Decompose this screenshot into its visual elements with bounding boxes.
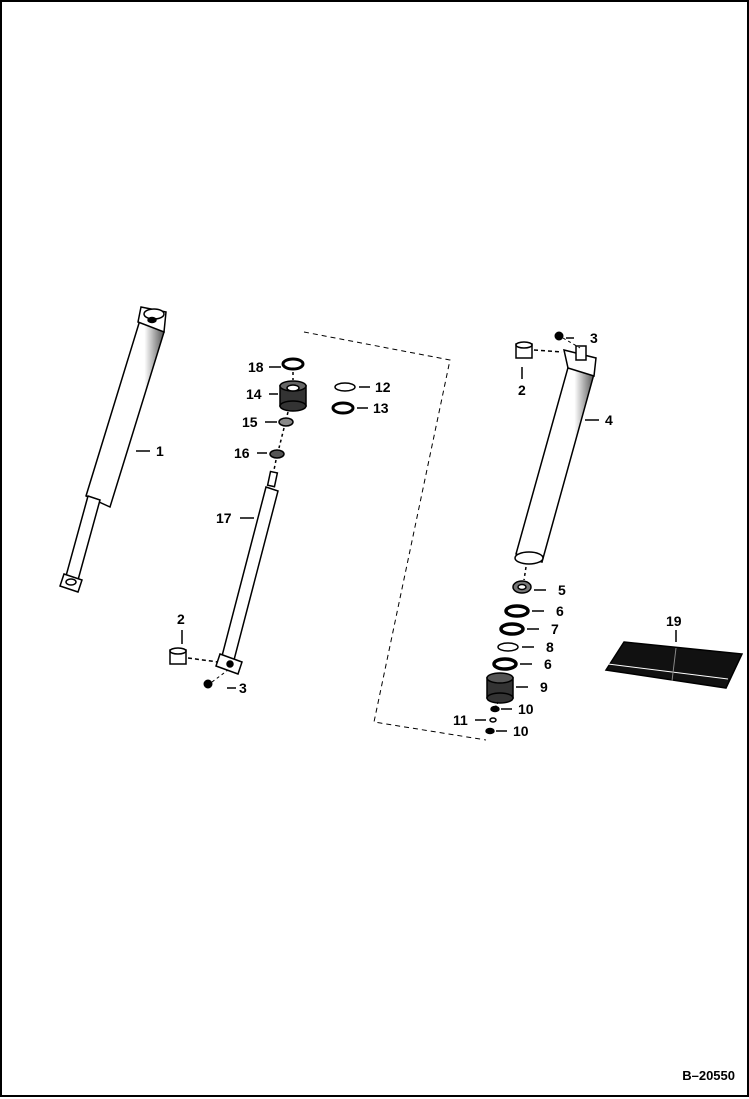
- washer-10-top: [490, 705, 500, 713]
- ring-18: [281, 357, 305, 371]
- callout-10-top: 10: [518, 701, 534, 717]
- fitting-right: [554, 331, 581, 349]
- ring-6-top: [504, 604, 530, 618]
- callout-6-top: 6: [556, 603, 564, 619]
- ring-6-bottom: [492, 657, 518, 671]
- barrel: [514, 345, 597, 565]
- fitting-left: [203, 669, 229, 689]
- leader-lines: [136, 337, 677, 732]
- callout-15: 15: [242, 414, 258, 430]
- callout-11: 11: [453, 712, 468, 728]
- callout-3-left: 3: [239, 680, 247, 696]
- callout-6-bottom: 6: [544, 656, 552, 672]
- assembled-cylinder: [59, 306, 167, 593]
- bushing-right: [515, 341, 563, 359]
- ring-13: [331, 401, 355, 415]
- seal-16: [269, 449, 285, 459]
- callout-2-right: 2: [518, 382, 526, 398]
- ring-7: [499, 622, 525, 636]
- seal-15: [278, 417, 294, 427]
- nut-11: [489, 717, 497, 723]
- callout-5: 5: [558, 582, 566, 598]
- callout-1: 1: [156, 443, 164, 459]
- piston-stack: [269, 357, 356, 471]
- callout-12: 12: [375, 379, 391, 395]
- callout-19: 19: [666, 613, 682, 629]
- callout-9: 9: [540, 679, 548, 695]
- callout-3-right: 3: [590, 330, 598, 346]
- rod: [215, 470, 279, 675]
- ring-12: [334, 382, 356, 392]
- callout-16: 16: [234, 445, 250, 461]
- callout-8: 8: [546, 639, 554, 655]
- callout-2-left: 2: [177, 611, 185, 627]
- callout-18: 18: [248, 359, 264, 375]
- ring-8: [497, 642, 519, 652]
- gland-stack: [485, 566, 532, 735]
- callout-13: 13: [373, 400, 389, 416]
- washer-10-bottom: [485, 727, 495, 735]
- bushing-left: [169, 647, 219, 665]
- callout-17: 17: [216, 510, 232, 526]
- callout-14: 14: [246, 386, 262, 402]
- callout-10-bottom: 10: [513, 723, 529, 739]
- callout-4: 4: [605, 412, 613, 428]
- callout-7: 7: [551, 621, 559, 637]
- decal: [604, 641, 744, 689]
- callout-labels: 1 2 3 2 3 4 5 6 7 8 6 9 10 11 10 12 13 1…: [156, 330, 682, 739]
- kit-grouping-outline: [303, 331, 487, 741]
- figure-reference: B–20550: [682, 1068, 735, 1083]
